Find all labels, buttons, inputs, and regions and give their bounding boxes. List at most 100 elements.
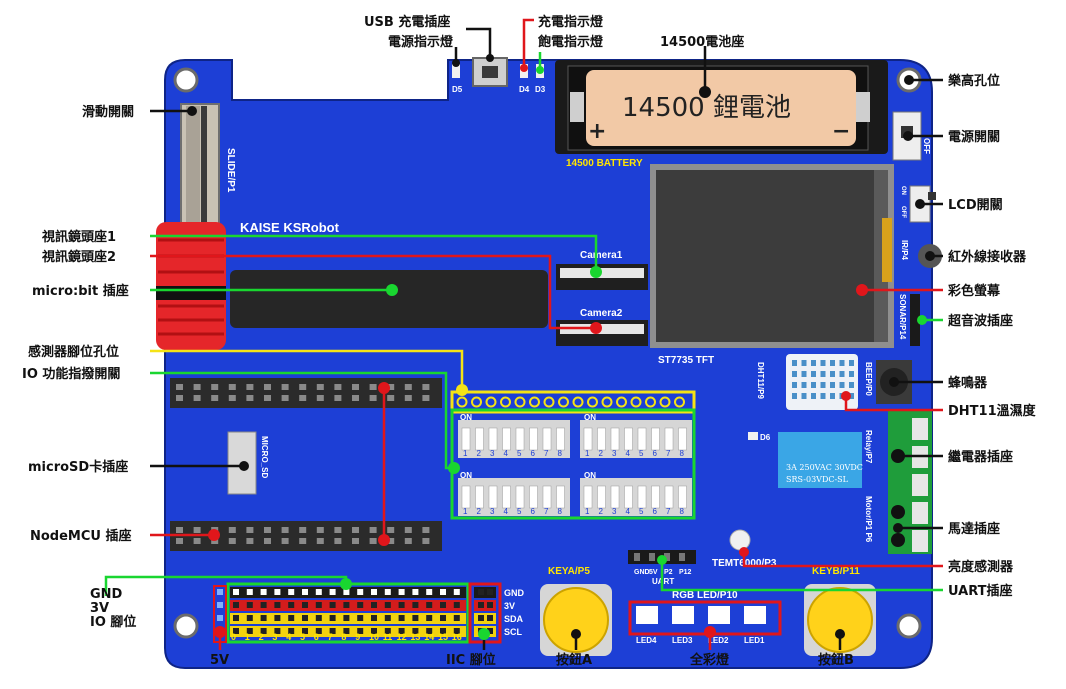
dip-number: 2 [599,507,604,516]
dip-key [652,486,660,508]
header-pin-hole [370,538,377,544]
sensor-hole [617,398,626,407]
uart-pin-label: GND [634,569,650,576]
io-pin [302,615,308,621]
battery-label: 14500 BATTERY [566,158,643,169]
sensor-hole [574,398,583,407]
label-slide-switch: 滑動開關 [82,104,134,120]
beep-label: BEEP/P0 [864,362,873,396]
io-number: 4 [286,632,291,642]
io-pin [426,589,432,595]
dht-vent [811,393,816,399]
io-pin [247,615,253,621]
header-pin-hole [229,395,236,401]
label-power-switch: 電源開關 [948,129,1000,145]
dip-key [543,486,551,508]
header-pin-hole [352,538,359,544]
label-full-led: 飽電指示燈 [537,34,604,50]
label-3v: 3V [90,601,109,616]
header-pin-hole [176,527,183,533]
dip-key [625,428,633,450]
sensor-hole [632,398,641,407]
io-pin [385,589,391,595]
iic-row-label: 3V [504,601,515,611]
dip-number: 6 [653,449,658,458]
dip-number: 1 [585,507,590,516]
dip-number: 4 [504,507,509,516]
header-pin-hole [299,527,306,533]
header-pin-hole [246,395,253,401]
dht-vent [830,393,835,399]
io-pin [288,602,294,608]
io-number: 6 [314,632,319,642]
io-number: 15 [438,632,448,642]
io-pin [247,589,253,595]
dip-key [665,428,673,450]
label-microbit: micro:bit 插座 [32,283,129,299]
dip-key [530,428,538,450]
label-dht11: DHT11溫濕度 [948,403,1037,419]
header-pin-hole [211,384,218,390]
sensor-hole [487,398,496,407]
dip-number: 1 [463,507,468,516]
iic-pin [487,615,493,621]
label-uart: UART插座 [948,583,1013,599]
keyb-label: KEYB/P11 [812,566,860,577]
dht-vent [802,393,807,399]
relay-text-1: 3A 250VAC 30VDC [786,463,863,472]
dht-vent [830,360,835,366]
header-pin-hole [264,527,271,533]
io-pin [454,602,460,608]
io-pin [316,615,322,621]
header-pin-hole [334,395,341,401]
sensor-hole [559,398,568,407]
label-relay: 繼電器插座 [948,449,1013,465]
label-color-screen: 彩色螢幕 [947,283,1001,299]
dip-number: 8 [680,507,685,516]
camera1-connector [556,264,648,290]
header-pin-hole [405,384,412,390]
dht-vent [792,382,797,388]
dht-vent [840,360,845,366]
lcd-off-label: OFF [900,206,906,218]
dip-key [557,428,565,450]
sensor-hole [661,398,670,407]
iic-pin [487,589,493,595]
label-gnd: GND [90,587,123,602]
dip-number: 3 [612,507,617,516]
sensor-hole [458,398,467,407]
label-light-sensor: 亮度感測器 [948,559,1014,575]
keya-label: KEYA/P5 [548,566,590,577]
header-pin-hole [334,538,341,544]
uart-pin [649,553,655,561]
io-pin [247,602,253,608]
sonar-label: SONAR/P14 [898,294,907,340]
io-pin [412,615,418,621]
io-number: 13 [410,632,420,642]
brand-label: KAISE KSRobot [240,220,340,235]
d6-label: D6 [760,433,771,442]
iic-row-label: SCL [504,627,523,637]
dip-number: 8 [558,449,563,458]
io-pin [426,615,432,621]
io-pin [302,602,308,608]
header-pin-hole [334,384,341,390]
led-d6 [748,432,758,440]
off-label: OFF [922,138,931,154]
header-pin-hole [422,384,429,390]
dht-vent [792,360,797,366]
dht-vent [802,371,807,377]
header-pin-hole [405,395,412,401]
dip-on-1: ON [460,413,472,422]
dip-key [476,486,484,508]
battery-minus: − [832,119,850,144]
sensor-hole [588,398,597,407]
io-pin [357,589,363,595]
dip-number: 5 [639,449,644,458]
dht-vent [821,382,826,388]
dip-key [503,486,511,508]
header-pin-hole [194,384,201,390]
iic-pin [478,589,484,595]
dip-key [638,428,646,450]
header-pin-hole [264,538,271,544]
